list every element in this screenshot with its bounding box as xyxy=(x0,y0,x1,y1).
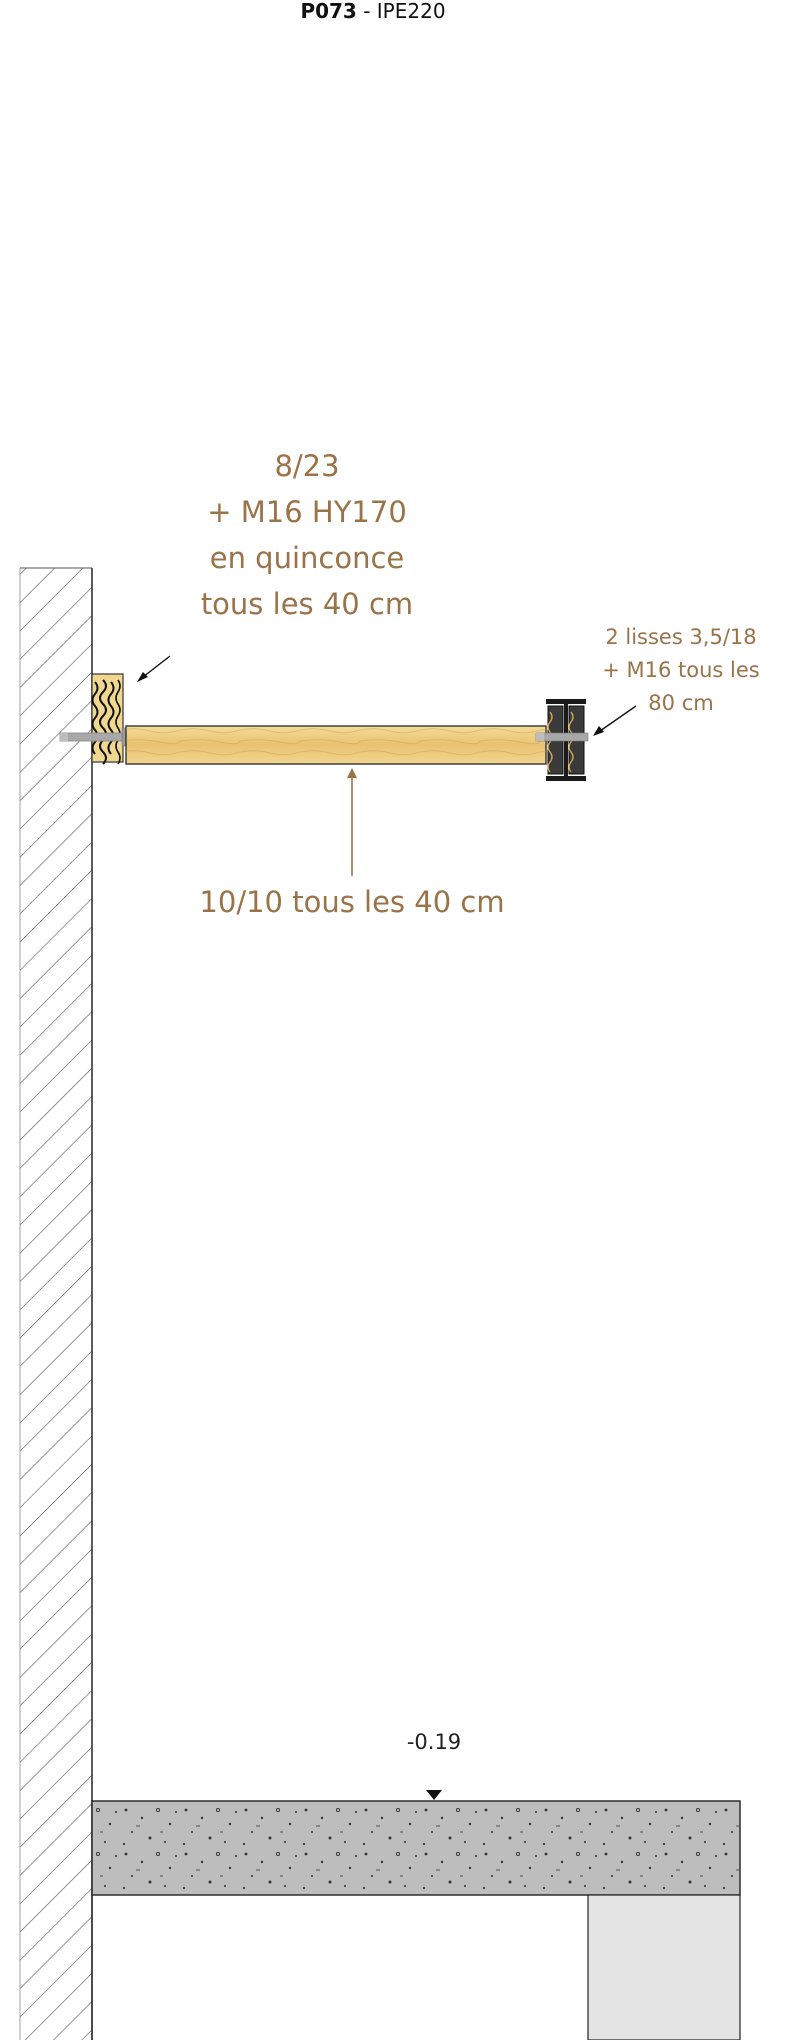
joist-grain xyxy=(126,726,546,764)
wall-plate-grain-3 xyxy=(107,681,115,755)
title-profile: IPE220 xyxy=(377,0,446,23)
leader-joist-arrowhead xyxy=(347,768,357,778)
note-wall-plate-line-3: en quinconce xyxy=(210,541,405,575)
slab-aggregate xyxy=(92,1801,740,1895)
note-steel-beam: 2 lisses 3,5/18 + M16 tous les 80 cm xyxy=(593,625,760,736)
leader-steel-beam xyxy=(599,705,637,732)
wall-plate-grain-1 xyxy=(91,681,99,755)
beam-top-flange xyxy=(546,699,586,704)
note-steel-beam-line-2: + M16 tous les xyxy=(602,658,760,682)
leader-steel-beam-arrowhead xyxy=(593,726,604,736)
concrete-slab xyxy=(91,1800,741,1896)
beam-bolt-end xyxy=(536,733,544,741)
note-steel-beam-line-1: 2 lisses 3,5/18 xyxy=(605,625,756,649)
column-body xyxy=(587,1894,741,2040)
support-column xyxy=(587,1894,741,2040)
level-triangle xyxy=(426,1790,442,1800)
level-marker: -0.19 xyxy=(407,1730,461,1800)
wall-anchor-end xyxy=(60,733,68,741)
wall-hatch xyxy=(20,568,92,2040)
note-steel-beam-line-3: 80 cm xyxy=(648,691,713,715)
leader-wall-plate-arrowhead xyxy=(137,672,148,682)
title-separator: - xyxy=(357,0,377,23)
leader-wall-plate xyxy=(142,655,171,678)
note-wall-plate-line-2: + M16 HY170 xyxy=(207,495,407,529)
wall-plate xyxy=(91,673,124,765)
wall-plate-grain-2 xyxy=(99,679,107,765)
wall xyxy=(19,567,93,2040)
title-id: P073 xyxy=(300,0,356,23)
steel-beam xyxy=(535,699,589,781)
note-wall-plate-line-4: tous les 40 cm xyxy=(201,587,413,621)
note-joist: 10/10 tous les 40 cm xyxy=(199,768,505,919)
beam-bottom-flange xyxy=(546,776,586,781)
note-wall-plate: 8/23 + M16 HY170 en quinconce tous les 4… xyxy=(137,449,413,682)
wall-plate-grain-4 xyxy=(115,679,121,765)
joist xyxy=(125,725,547,765)
ledger-left-grain xyxy=(547,711,553,773)
note-wall-plate-line-1: 8/23 xyxy=(274,449,339,483)
level-value: -0.19 xyxy=(407,1730,461,1754)
sheet-title: P073 - IPE220 xyxy=(300,0,445,23)
note-joist-text: 10/10 tous les 40 cm xyxy=(199,885,504,919)
ledger-right-grain xyxy=(568,711,574,773)
